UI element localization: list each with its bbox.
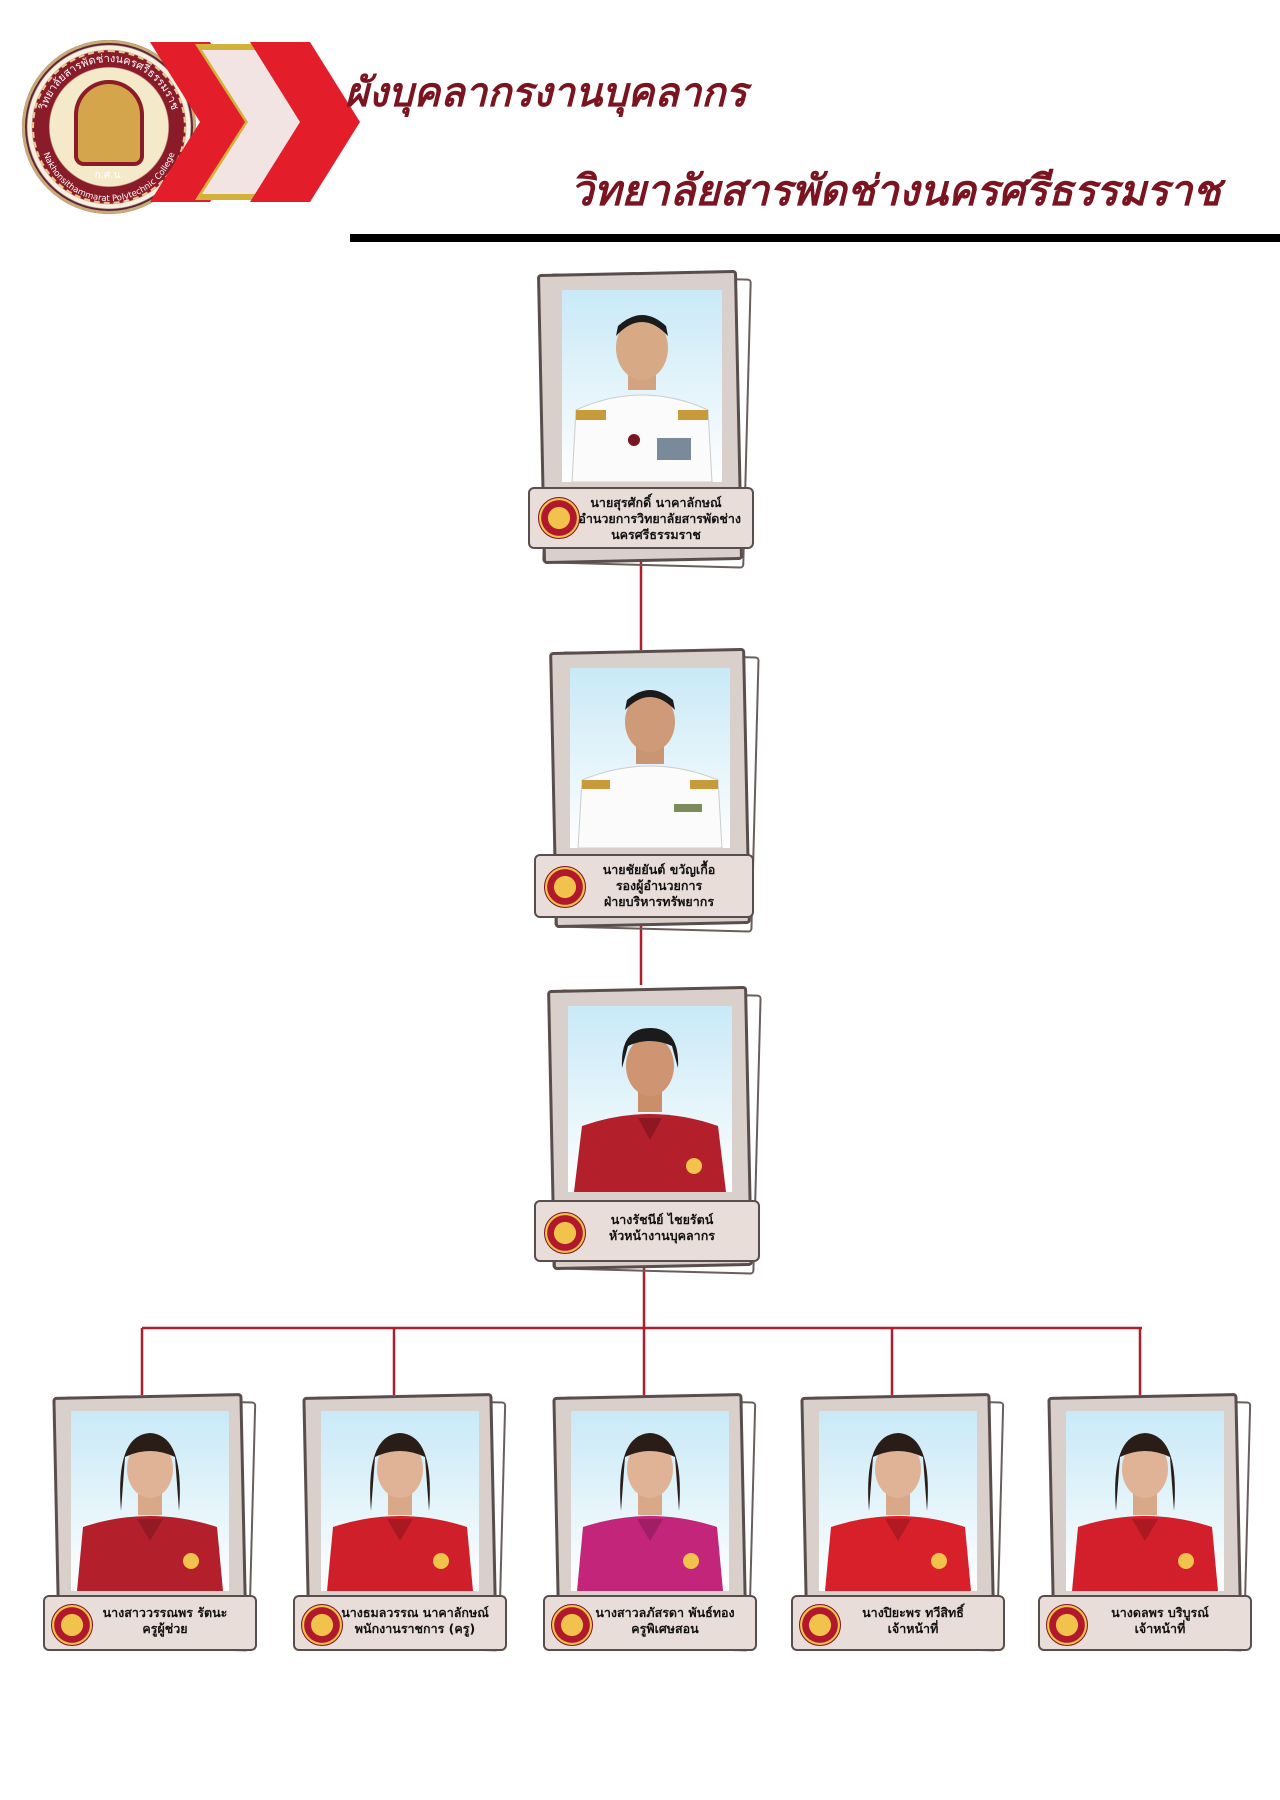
member-name: นางสาวลภัสรดา พันธ์ทอง (595, 1605, 735, 1620)
person-member (1072, 1433, 1218, 1591)
director-name: นายสุรศักดิ์ นาคาลักษณ์ (590, 495, 722, 510)
logo-emblem (74, 80, 144, 166)
college-seal-icon (551, 1604, 593, 1646)
header: วิทยาลัยสารพัดช่างนครศรีธรรมราช Nakhonsi… (0, 0, 1280, 250)
chevron-red-right (250, 42, 360, 202)
deputy-name: นายชัยยันต์ ขวัญเกื้อ (602, 862, 716, 877)
member-position: ครูพิเศษสอน (631, 1621, 699, 1636)
photo-member (1066, 1411, 1224, 1591)
director-position2: นครศรีธรรมราช (611, 527, 701, 542)
director-position: ผู้อำนวยการวิทยาลัยสารพัดช่าง (571, 511, 741, 526)
label-member: นางสาวลภัสรดา พันธ์ทองครูพิเศษสอน (543, 1595, 757, 1651)
person-head (574, 1028, 726, 1192)
card-head: นางรัชนีย์ ไชยรัตน์ หัวหน้างานบุคลากร (534, 985, 762, 1275)
logo-ring (32, 50, 186, 204)
member-name: นางดลพร บริบูรณ์ (1111, 1605, 1209, 1620)
logo-initials: ก.ศ.น. (94, 170, 124, 181)
label-member: นางดลพร บริบูรณ์เจ้าหน้าที่ (1038, 1595, 1252, 1651)
photo-member (819, 1411, 977, 1591)
member-position: ครูผู้ช่วย (142, 1621, 188, 1636)
member-position: พนักงานราชการ (ครู) (354, 1621, 476, 1636)
college-seal-icon (51, 1604, 93, 1646)
header-chevrons (150, 42, 360, 202)
college-seal-icon (1046, 1604, 1088, 1646)
card-deputy: นายชัยยันต์ ขวัญเกื้อ รองผู้อำนวยการ ฝ่า… (534, 647, 760, 933)
person-member (577, 1433, 723, 1591)
person-member (825, 1433, 971, 1591)
member-name: นางสาววรรณพร รัตนะ (102, 1605, 228, 1620)
card-member-3: นางสาวลภัสรดา พันธ์ทองครูพิเศษสอน (543, 1393, 757, 1652)
card-director: นายสุรศักดิ์ นาคาลักษณ์ ผู้อำนวยการวิทยา… (528, 269, 754, 569)
page-title-line2: วิทยาลัยสารพัดช่างนครศรีธรรมราช (570, 166, 1221, 215)
person-deputy (577, 690, 723, 848)
college-seal-icon (544, 1212, 586, 1254)
member-name: นางธมลวรรณ นาคาลักษณ์ (341, 1605, 489, 1620)
header-divider (350, 234, 1280, 242)
label-director: นายสุรศักดิ์ นาคาลักษณ์ ผู้อำนวยการวิทยา… (528, 487, 754, 549)
label-deputy: นายชัยยันต์ ขวัญเกื้อ รองผู้อำนวยการ ฝ่า… (534, 854, 754, 918)
label-head: นางรัชนีย์ ไชยรัตน์ หัวหน้างานบุคลากร (534, 1200, 760, 1262)
photo-member (571, 1411, 729, 1591)
label-member: นางธมลวรรณ นาคาลักษณ์พนักงานราชการ (ครู) (293, 1595, 507, 1651)
person-member (327, 1433, 473, 1591)
photo-member (321, 1411, 479, 1591)
label-member: นางสาววรรณพร รัตนะครูผู้ช่วย (43, 1595, 257, 1651)
head-position: หัวหน้างานบุคลากร (609, 1228, 715, 1243)
photo-deputy (570, 668, 730, 848)
page-title-line1: ผังบุคลากรงานบุคลากร (345, 69, 747, 116)
photo-head (568, 1006, 732, 1192)
college-seal-icon (799, 1604, 841, 1646)
chevron-cream (202, 50, 302, 194)
college-seal-icon (301, 1604, 343, 1646)
member-position: เจ้าหน้าที่ (887, 1621, 939, 1636)
card-member-2: นางธมลวรรณ นาคาลักษณ์พนักงานราชการ (ครู) (293, 1393, 507, 1652)
member-name: นางปิยะพร ทวีสิทธิ์ (862, 1605, 964, 1620)
person-director (571, 315, 713, 482)
photo-member (71, 1411, 229, 1591)
card-member-1: นางสาววรรณพร รัตนะครูผู้ช่วย (43, 1393, 257, 1652)
member-position: เจ้าหน้าที่ (1134, 1621, 1186, 1636)
photo-director (562, 290, 722, 482)
college-seal-icon (544, 866, 586, 908)
deputy-position2: ฝ่ายบริหารทรัพยากร (603, 894, 715, 909)
college-seal-icon (538, 497, 580, 539)
person-member (77, 1433, 223, 1591)
card-member-5: นางดลพร บริบูรณ์เจ้าหน้าที่ (1038, 1393, 1252, 1652)
head-name: นางรัชนีย์ ไชยรัตน์ (610, 1212, 714, 1227)
card-member-4: นางปิยะพร ทวีสิทธิ์เจ้าหน้าที่ (791, 1393, 1005, 1652)
deputy-position: รองผู้อำนวยการ (615, 878, 703, 893)
label-member: นางปิยะพร ทวีสิทธิ์เจ้าหน้าที่ (791, 1595, 1005, 1651)
